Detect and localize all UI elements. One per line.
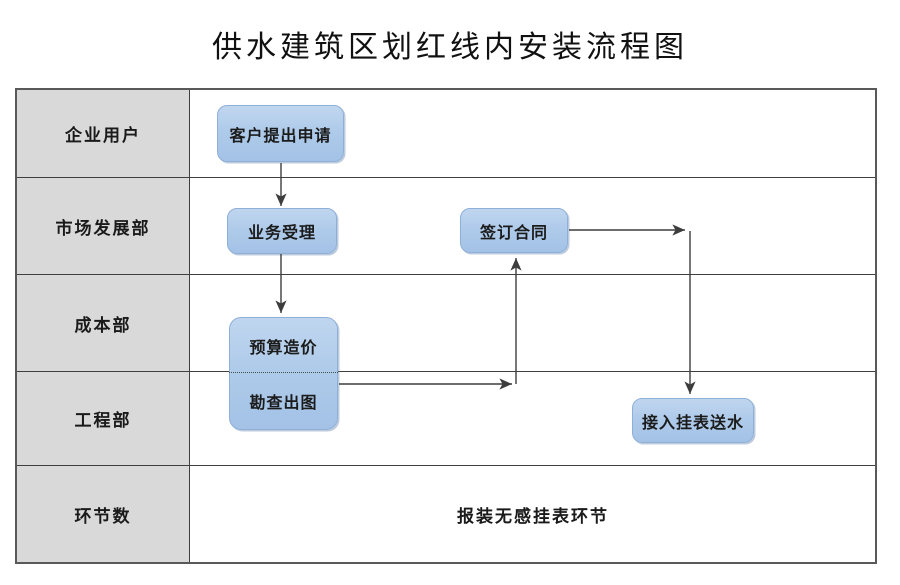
node-survey-drawing: 勘查出图 xyxy=(249,395,318,413)
lane-row-step-count: 环节数 xyxy=(17,466,875,562)
diagram-title: 供水建筑区划红线内安装流程图 xyxy=(212,31,688,64)
node-sign-contract: 签订合同 xyxy=(460,208,568,253)
lane-row-engineering-dept: 工程部 xyxy=(17,372,875,466)
node-business-accept: 业务受理 xyxy=(227,208,337,254)
lane-label-engineering-dept: 工程部 xyxy=(17,372,190,465)
node-connect-meter-water: 接入挂表送水 xyxy=(632,398,754,443)
node-customer-apply: 客户提出申请 xyxy=(217,105,344,162)
lane-row-cost-dept: 成本部 xyxy=(17,275,875,372)
lane-label-market-dept: 市场发展部 xyxy=(17,178,190,274)
swimlane-table: 企业用户 市场发展部 成本部 工程部 环节数 xyxy=(15,88,877,564)
lane-row-market-dept: 市场发展部 xyxy=(17,178,875,275)
lane-label-cost-dept: 成本部 xyxy=(17,275,190,371)
node-budget-estimate: 预算造价 xyxy=(249,339,318,357)
lane-row-enterprise-user: 企业用户 xyxy=(17,90,875,178)
node-budget-survey: 预算造价 勘查出图 xyxy=(229,317,338,430)
lane-label-step-count: 环节数 xyxy=(17,466,190,562)
footer-note: 报装无感挂表环节 xyxy=(457,506,609,526)
lane-divider-dotted-through-node xyxy=(229,372,338,373)
lane-label-enterprise-user: 企业用户 xyxy=(17,90,190,177)
